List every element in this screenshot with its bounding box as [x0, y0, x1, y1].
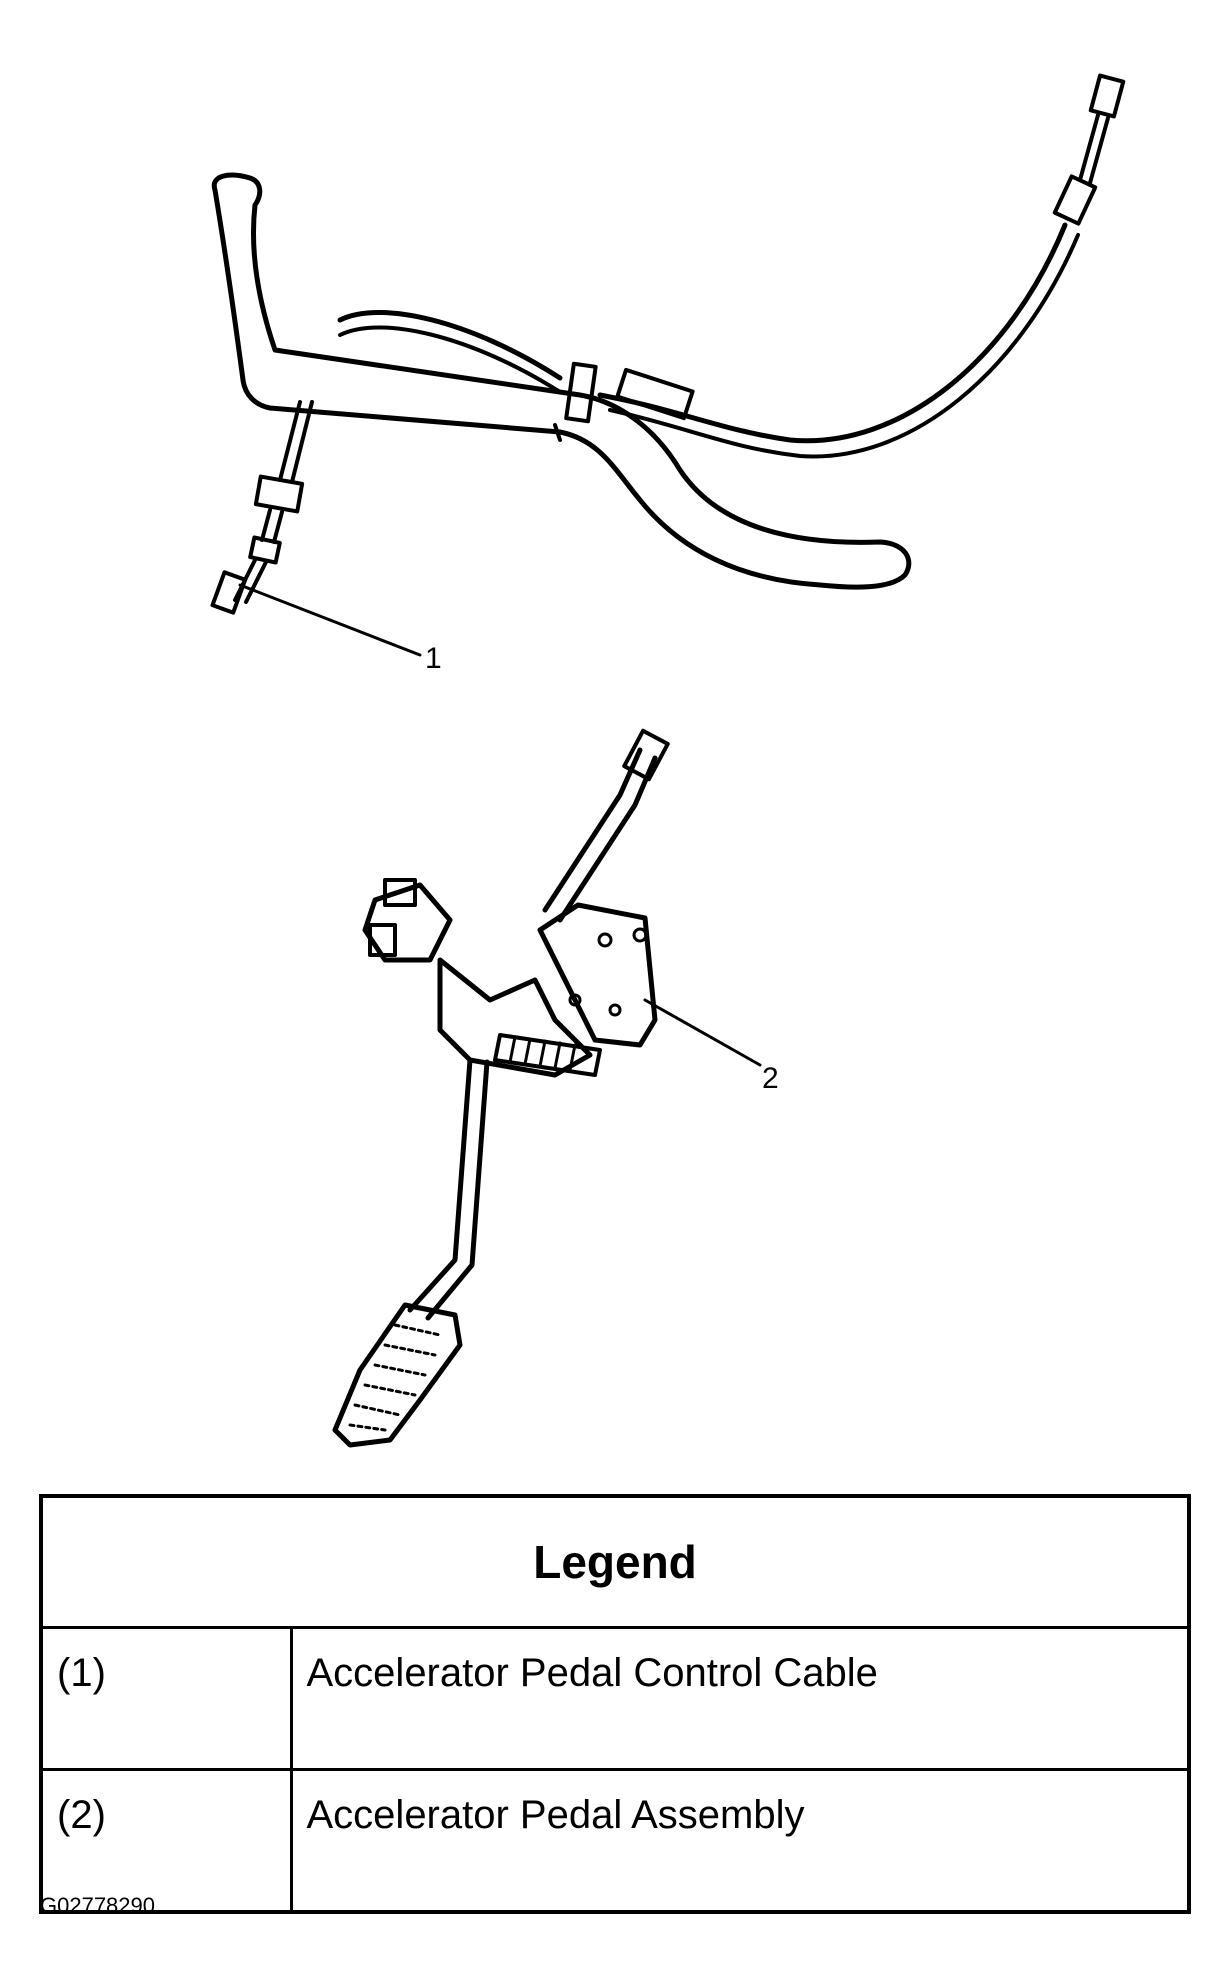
legend-row: (1) Accelerator Pedal Control Cable [41, 1626, 1189, 1770]
legend-table: Legend (1) Accelerator Pedal Control Cab… [39, 1494, 1191, 1914]
figure-id: G02778290 [40, 1893, 155, 1918]
legend-header-row: Legend [41, 1496, 1189, 1629]
legend-description: Accelerator Pedal Assembly [291, 1768, 1189, 1912]
legend-row: (2) Accelerator Pedal Assembly [41, 1768, 1189, 1912]
accelerator-pedal-assembly-illustration [332, 728, 762, 1448]
parts-illustration: 1 2 [210, 73, 1126, 1448]
legend-description: Accelerator Pedal Control Cable [291, 1626, 1189, 1770]
callout-2: 2 [762, 1062, 779, 1095]
callout-1: 1 [425, 642, 442, 675]
accelerator-cable-illustration [210, 73, 1126, 657]
legend-title: Legend [41, 1496, 1189, 1629]
legend-key: (2) [41, 1768, 293, 1912]
legend-key: (1) [41, 1626, 293, 1770]
